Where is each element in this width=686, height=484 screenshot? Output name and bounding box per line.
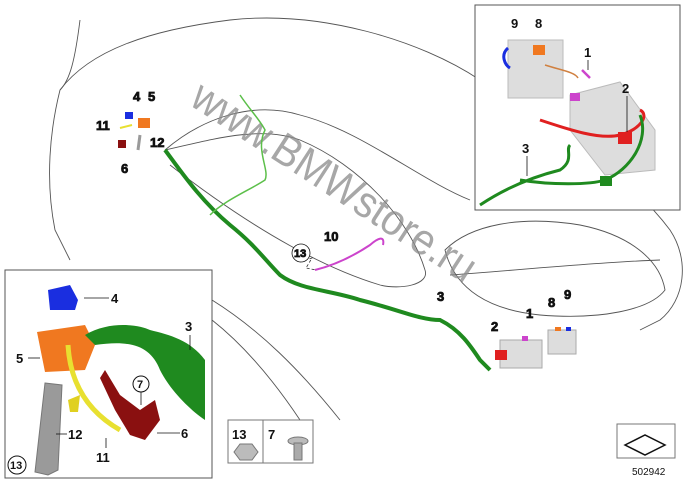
callout-2: 2 [491,319,498,334]
callout-13: 13 [294,248,306,260]
callout-13-circle [291,243,311,263]
callout-8: 8 [548,295,555,310]
bolt-callout-7: 7 [268,427,275,442]
inset-callout-4: 4 [111,291,119,306]
callout-4: 4 [133,89,141,104]
callout-9: 9 [564,287,571,302]
diagram-number: 502942 [632,467,666,478]
inset-callout-9: 9 [511,16,518,31]
watermark: www.BMWstore.ru [182,71,486,292]
inset-callout-12: 12 [68,427,82,442]
nut-icon [233,443,259,461]
inset-callout-3: 3 [522,141,529,156]
car-outline [49,17,683,421]
inset-callout-3: 3 [185,319,192,334]
inset-terminal-detail: 4 5 3 7 6 12 11 13 [4,269,213,479]
main-callouts: 4 5 11 12 6 13 10 3 2 1 8 9 [96,89,572,335]
inset-callout-13-circle [7,455,27,475]
parts-arrow-icon [623,434,667,456]
callout-10: 10 [324,229,338,244]
callout-1: 1 [526,306,533,321]
inset-callout-6: 6 [181,426,188,441]
inset-battery-detail: 9 8 1 2 3 [474,4,681,211]
callout-5: 5 [148,89,155,104]
main-battery-parts [118,112,577,369]
diagram-symbol: 502942 [616,423,676,478]
inset-callout-1: 1 [584,45,591,60]
inset-callout-5: 5 [16,351,23,366]
inset-callout-13: 13 [10,460,22,472]
bolt-icon [287,436,309,461]
callout-3: 3 [437,289,444,304]
small-parts-box: 13 7 [227,419,314,464]
nut-callout-13: 13 [232,427,246,442]
inset-callout-7: 7 [137,379,143,391]
callout-12: 12 [150,135,164,150]
callout-11: 11 [96,118,110,133]
callout-6: 6 [121,161,128,176]
main-harness [163,94,492,372]
inset-callout-2: 2 [622,81,629,96]
inset-callout-8: 8 [535,16,542,31]
inset-callout-11: 11 [96,450,110,465]
